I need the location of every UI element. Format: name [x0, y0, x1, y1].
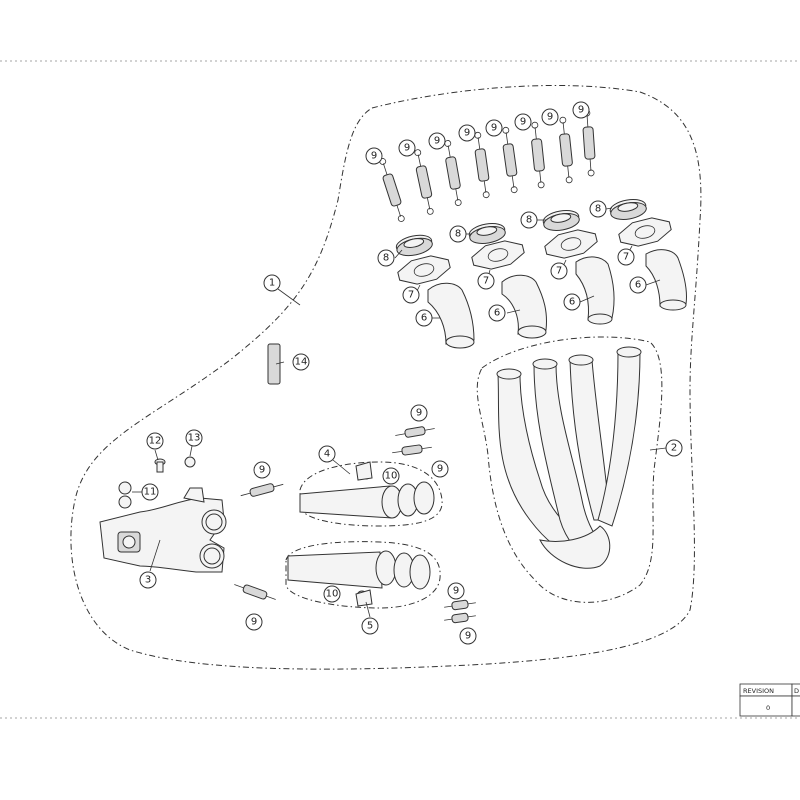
callout-9f-label: 9: [520, 117, 526, 128]
callout-9l: 9: [245, 613, 263, 631]
callout-10a-label: 10: [385, 471, 398, 482]
callout-2: 2: [665, 439, 683, 457]
callout-6a: 6: [415, 309, 433, 327]
callout-4: 4: [318, 445, 336, 463]
spring-row-top: [379, 109, 596, 222]
revision-table: REVISION D 0: [739, 683, 800, 717]
callout-6d: 6: [629, 276, 647, 294]
kit-outline: [70, 85, 702, 670]
callout-1-label: 1: [269, 278, 275, 289]
header-collector: [496, 346, 642, 569]
callout-9n-label: 9: [465, 631, 471, 642]
callout-7b: 7: [477, 272, 495, 290]
callout-5: 5: [361, 617, 379, 635]
callout-9g-label: 9: [547, 112, 553, 123]
callout-7c: 7: [550, 262, 568, 280]
callout-9h: 9: [572, 101, 590, 119]
callout-6d-label: 6: [635, 280, 641, 291]
callout-8a: 8: [377, 249, 395, 267]
callout-12: 12: [146, 432, 164, 450]
callout-7a-label: 7: [408, 290, 414, 301]
callout-9h-label: 9: [578, 105, 584, 116]
callout-7b-label: 7: [483, 276, 489, 287]
callout-9k-label: 9: [259, 465, 265, 476]
revision-value: 0: [766, 704, 770, 712]
lower-silencer-link: [287, 550, 431, 602]
callout-8d: 8: [589, 200, 607, 218]
callout-11: 11: [141, 483, 159, 501]
callout-6b: 6: [488, 304, 506, 322]
callout-6c-label: 6: [569, 297, 575, 308]
callout-13: 13: [185, 429, 203, 447]
hardware: [118, 343, 476, 624]
callout-5-label: 5: [367, 621, 373, 632]
callout-9l-label: 9: [251, 617, 257, 628]
header-outline: [476, 336, 663, 603]
callout-10b: 10: [323, 585, 341, 603]
callout-8b: 8: [449, 225, 467, 243]
callout-9k: 9: [253, 461, 271, 479]
callout-9j: 9: [431, 460, 449, 478]
callout-6a-label: 6: [421, 313, 427, 324]
callout-8b-label: 8: [455, 229, 461, 240]
callout-8c-label: 8: [526, 215, 532, 226]
callout-6b-label: 6: [494, 308, 500, 319]
callout-9m-label: 9: [453, 586, 459, 597]
callout-11-label: 11: [144, 487, 157, 498]
callout-2-label: 2: [671, 443, 677, 454]
callout-13-label: 13: [188, 433, 201, 444]
callout-4-label: 4: [324, 449, 330, 460]
callouts: 1 2 3 4 5 6 6 6 6 7 7 7 7 8 8 8 8 9 9 9 …: [139, 101, 683, 645]
callout-8a-label: 8: [383, 253, 389, 264]
callout-10b-label: 10: [326, 589, 339, 600]
callout-7c-label: 7: [556, 266, 562, 277]
lower-link-outline: [285, 541, 441, 609]
callout-14: 14: [292, 353, 310, 371]
callout-14-label: 14: [295, 357, 308, 368]
callout-9g: 9: [541, 108, 559, 126]
callout-9d-label: 9: [464, 128, 470, 139]
callout-10a: 10: [382, 467, 400, 485]
callout-9e: 9: [485, 119, 503, 137]
callout-7d-label: 7: [623, 252, 629, 263]
callout-9e-label: 9: [491, 123, 497, 134]
callout-3: 3: [139, 571, 157, 589]
callout-9i: 9: [410, 404, 428, 422]
callout-9j-label: 9: [437, 464, 443, 475]
callout-1: 1: [263, 274, 281, 292]
callout-9i-label: 9: [416, 408, 422, 419]
callout-9b: 9: [398, 139, 416, 157]
y-pipe: [99, 487, 227, 573]
callout-9c-label: 9: [434, 136, 440, 147]
callout-9a-label: 9: [371, 151, 377, 162]
callout-7d: 7: [617, 248, 635, 266]
upper-silencer-link: [299, 468, 435, 519]
flanges: [397, 217, 672, 285]
callout-9b-label: 9: [404, 143, 410, 154]
callout-9c: 9: [428, 132, 446, 150]
revision-table-next-header: D: [794, 687, 799, 695]
callout-7a: 7: [402, 286, 420, 304]
callout-9f: 9: [514, 113, 532, 131]
callout-9d: 9: [458, 124, 476, 142]
upper-link-outline: [299, 461, 443, 527]
inlet-bends: [427, 249, 687, 349]
callout-9a: 9: [365, 147, 383, 165]
callout-8c: 8: [520, 211, 538, 229]
gaskets: [395, 199, 647, 257]
callout-9n: 9: [459, 627, 477, 645]
callout-3-label: 3: [145, 575, 151, 586]
callout-8d-label: 8: [595, 204, 601, 215]
callout-6c: 6: [563, 293, 581, 311]
callout-9m: 9: [447, 582, 465, 600]
revision-header: REVISION: [743, 687, 774, 695]
callout-12-label: 12: [149, 436, 162, 447]
